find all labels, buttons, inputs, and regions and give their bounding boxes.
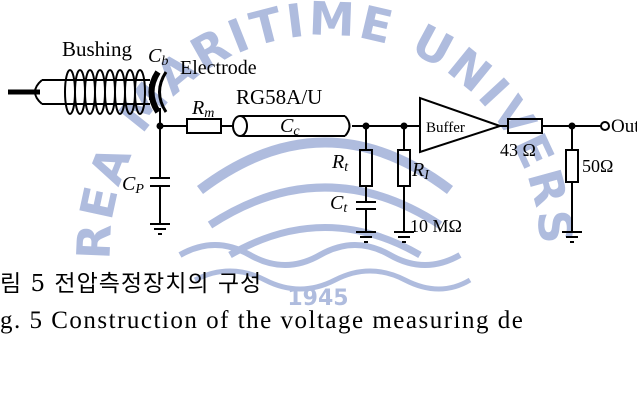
bushing-sheds — [64, 69, 146, 115]
label-ri: RI — [411, 159, 430, 183]
label-ct: Ct — [330, 192, 348, 216]
label-cb: Cb — [148, 45, 168, 69]
label-r-series: 43 Ω — [500, 140, 536, 160]
label-buffer: Buffer — [426, 120, 465, 136]
ground-symbols — [150, 223, 582, 243]
label-cc: Cc — [280, 115, 300, 139]
ground-icon — [394, 231, 414, 243]
junction-dots — [156, 122, 576, 130]
label-rt: Rt — [331, 151, 349, 175]
caption-korean: 림 5 전압측정장치의 구성 — [0, 271, 263, 297]
caption-english: g. 5 Construction of the voltage measuri… — [0, 307, 525, 334]
circuit-wiring — [8, 69, 610, 232]
component-labels: Bushing Cb Electrode RG58A/U Rm Cc Rt Ct… — [62, 37, 637, 236]
watermark-year: 1945 — [287, 286, 348, 311]
label-cable: RG58A/U — [236, 85, 322, 109]
label-electrode: Electrode — [180, 57, 257, 79]
ground-icon — [356, 231, 376, 243]
label-r-load: 50Ω — [582, 156, 613, 176]
label-ri-value: 10 MΩ — [410, 216, 462, 236]
ground-icon — [562, 231, 582, 243]
label-out: Out — [611, 116, 637, 137]
label-cp: CP — [122, 173, 144, 197]
label-rm: Rm — [191, 97, 214, 121]
ground-icon — [150, 223, 170, 235]
label-bushing: Bushing — [62, 37, 133, 61]
